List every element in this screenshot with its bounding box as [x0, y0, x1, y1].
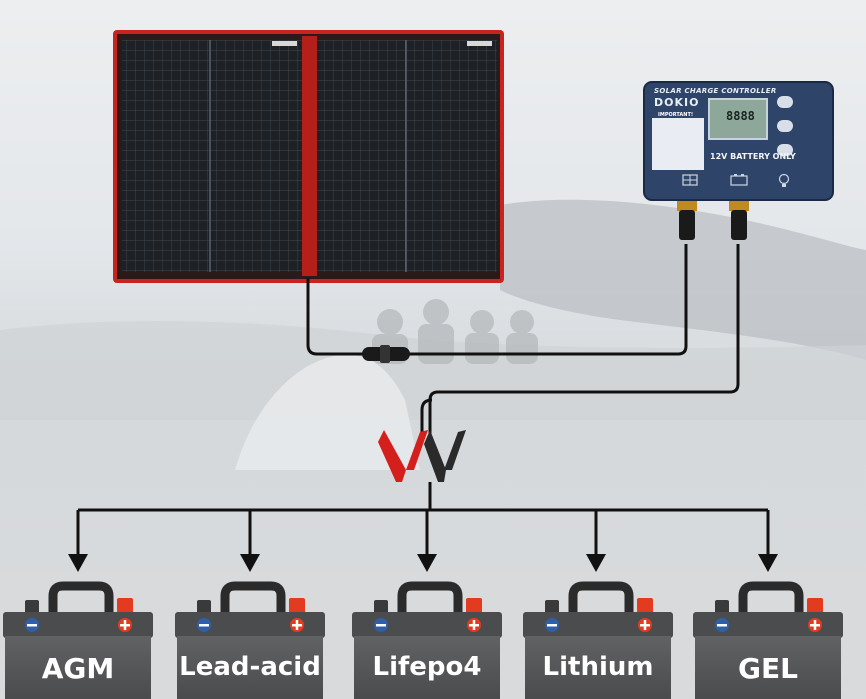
- batteries: [3, 581, 843, 699]
- red-clamp: [378, 430, 428, 482]
- controller-important-label: IMPORTANT!: [658, 112, 694, 118]
- battery-4: [523, 581, 673, 699]
- positive-terminal: [466, 598, 482, 614]
- battery-label-lithium: Lithium: [542, 652, 654, 682]
- distribution-lines: [76, 482, 770, 556]
- battery-label-gel: GEL: [738, 652, 798, 685]
- battery-handle: [397, 581, 463, 614]
- negative-terminal: [197, 600, 211, 614]
- solar-panel-left-cells: [122, 40, 302, 272]
- controller-title: SOLAR CHARGE CONTROLLER: [654, 87, 777, 95]
- background-shore: [0, 320, 866, 420]
- mc4-connector: [362, 345, 410, 363]
- background-rocks: [500, 199, 866, 360]
- battery-body: [525, 636, 671, 699]
- battery-port-icon: [730, 174, 748, 186]
- battery-label-lead-acid: Lead-acid: [179, 652, 321, 682]
- positive-terminal: [637, 598, 653, 614]
- positive-terminal: [117, 598, 133, 614]
- plus-sign-v-icon: [123, 620, 127, 630]
- battery-lid: [352, 612, 502, 638]
- battery-2: [175, 581, 325, 699]
- negative-terminal: [374, 600, 388, 614]
- battery-body: [177, 636, 323, 699]
- battery-5: [693, 581, 843, 699]
- minus-sign-icon: [547, 624, 557, 627]
- load-port-icon: [778, 173, 790, 187]
- negative-terminal: [715, 600, 729, 614]
- wiring: [306, 244, 740, 438]
- battery-1: [3, 581, 153, 699]
- battery-lid: [175, 612, 325, 638]
- battery-3: [352, 581, 502, 699]
- plus-sign-v-icon: [472, 620, 476, 630]
- negative-terminal: [545, 600, 559, 614]
- negative-terminal: [25, 600, 39, 614]
- controller-button-3: [777, 144, 793, 156]
- battery-label-lifepo4: Lifepo4: [372, 652, 482, 682]
- battery-body: [695, 636, 841, 699]
- controller-lcd: [708, 98, 768, 140]
- plus-sign-v-icon: [813, 620, 817, 630]
- minus-sign-icon: [199, 624, 209, 627]
- controller-brand: DOKIO: [654, 96, 700, 109]
- plus-sign-v-icon: [643, 620, 647, 630]
- plus-sign-v-icon: [295, 620, 299, 630]
- black-clamp: [424, 430, 466, 482]
- minus-sign-icon: [376, 624, 386, 627]
- positive-terminal: [289, 598, 305, 614]
- controller-button-1: [777, 96, 793, 108]
- charge-controller: [643, 81, 834, 201]
- positive-terminal: [807, 598, 823, 614]
- minus-sign-icon: [27, 624, 37, 627]
- battery-body: [5, 636, 151, 699]
- battery-handle: [738, 581, 804, 614]
- battery-lid: [523, 612, 673, 638]
- battery-lid: [3, 612, 153, 638]
- battery-handle: [220, 581, 286, 614]
- battery-lid: [693, 612, 843, 638]
- arrow-heads: [68, 554, 778, 572]
- minus-sign-icon: [717, 624, 727, 627]
- battery-handle: [568, 581, 634, 614]
- battery-handle: [48, 581, 114, 614]
- background-tent: [235, 354, 420, 470]
- battery-body: [354, 636, 500, 699]
- controller-button-2: [777, 120, 793, 132]
- solar-panel: [113, 30, 504, 283]
- solar-port-icon: [682, 174, 698, 186]
- controller-battery-note: 12V BATTERY ONLY: [710, 152, 796, 161]
- solar-panel-right-cells: [317, 40, 497, 272]
- controller-lcd-digits: 8888: [726, 109, 755, 123]
- battery-label-agm: AGM: [41, 652, 115, 685]
